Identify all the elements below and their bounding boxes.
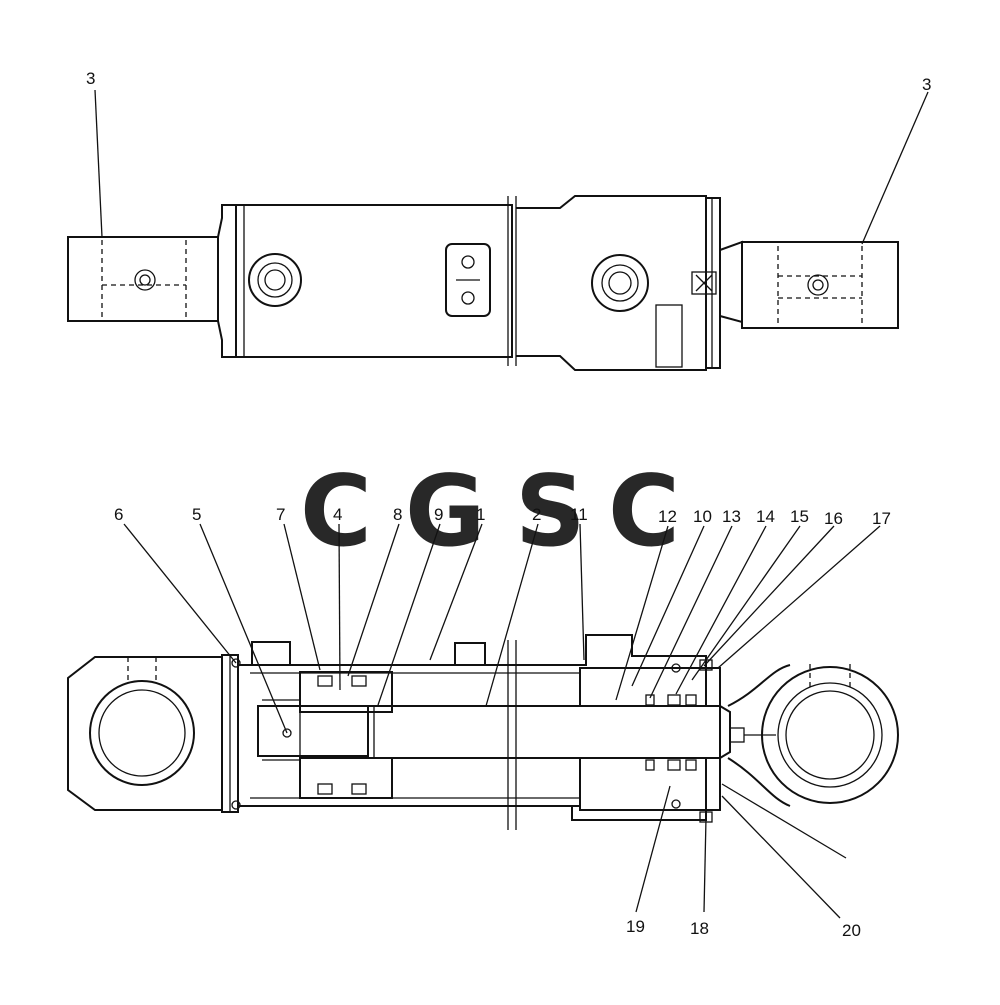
left-pin-boss	[67, 236, 219, 322]
port-boss-right	[591, 254, 649, 312]
callout-4: 4	[333, 505, 342, 524]
cgsc-watermark: C G S C	[300, 455, 680, 569]
callout-17: 17	[872, 509, 891, 528]
callout-7: 7	[276, 505, 285, 524]
callout-leaders-bottom	[123, 523, 881, 919]
callout-2: 2	[532, 505, 541, 524]
callout-14: 14	[756, 507, 775, 526]
callout-18: 18	[690, 919, 709, 938]
callout-9: 9	[434, 505, 443, 524]
cylinder-head-lower	[579, 757, 721, 811]
callout-11: 11	[570, 505, 588, 524]
cylinder-section-view	[67, 634, 899, 830]
callout-12: 12	[658, 507, 677, 526]
piston-rod	[367, 705, 721, 759]
port-boss-left	[248, 253, 302, 307]
callout-19: 19	[626, 917, 645, 936]
callout-3-right: 3	[922, 75, 931, 94]
piston-upper	[299, 671, 393, 713]
callout-8: 8	[393, 505, 402, 524]
watermark-letter-2: G	[405, 455, 485, 569]
piston-lower	[299, 757, 393, 799]
callout-10: 10	[693, 507, 712, 526]
clevis-end	[67, 656, 223, 811]
callout-leaders-top	[94, 89, 929, 245]
clamp-block	[445, 243, 491, 317]
piston-nut	[257, 705, 369, 757]
callout-6: 6	[114, 505, 123, 524]
callout-15: 15	[790, 507, 809, 526]
cylinder-head-upper	[579, 667, 721, 707]
watermark-letter-4: C	[608, 455, 680, 569]
callout-20: 20	[842, 921, 861, 940]
right-pin-boss	[741, 241, 899, 329]
watermark-letter-1: C	[300, 455, 372, 569]
callout-1: 1	[476, 505, 485, 524]
name-plate	[655, 304, 683, 368]
callout-16: 16	[824, 509, 843, 528]
callout-5: 5	[192, 505, 201, 524]
watermark-letter-3: S	[515, 455, 586, 569]
rod-eye	[761, 666, 899, 804]
cylinder-exterior-view	[67, 195, 899, 371]
callout-3-left: 3	[86, 69, 95, 88]
callout-numbers: 3 3 6 5 7 4 8 9 1 2 11 12 10 13 14 15 16…	[86, 69, 931, 940]
cylinder-tube	[235, 204, 513, 358]
callout-13: 13	[722, 507, 741, 526]
